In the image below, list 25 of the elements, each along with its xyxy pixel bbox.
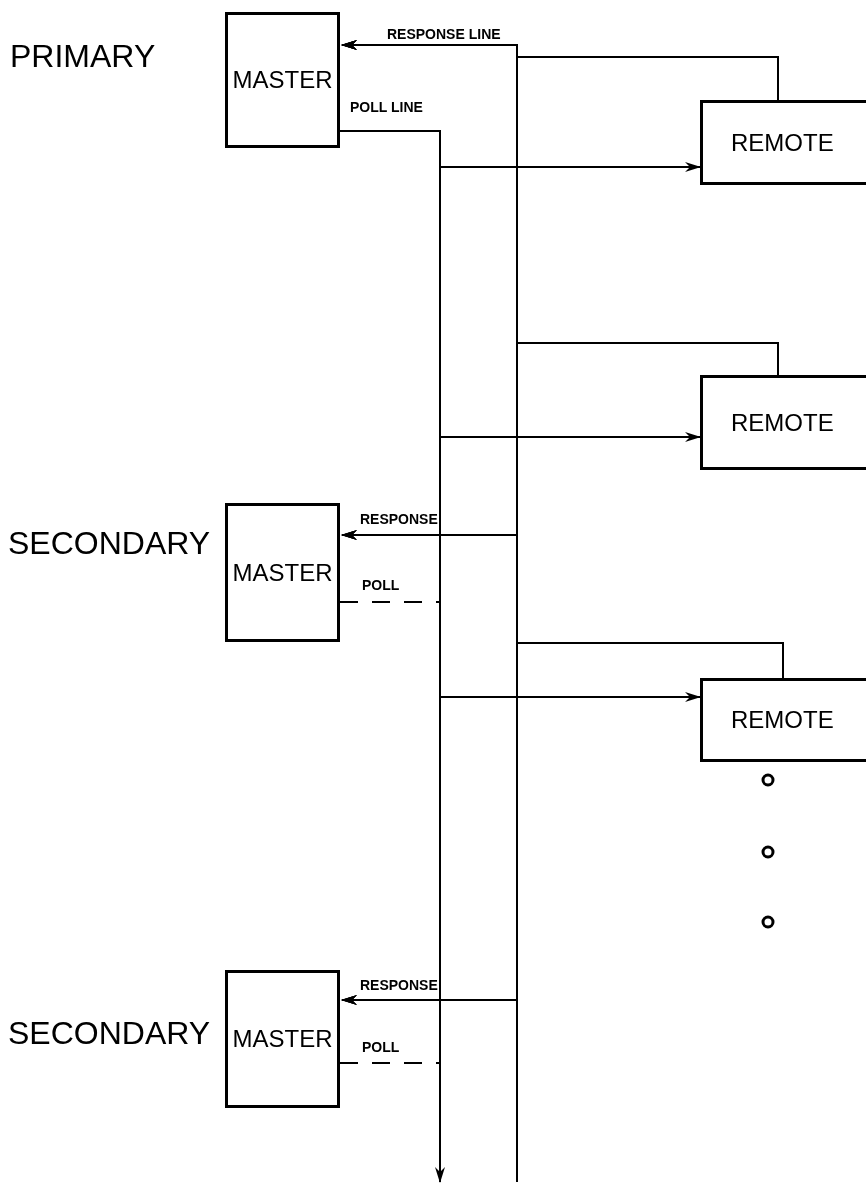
master-box — [225, 970, 340, 1108]
master-box — [225, 503, 340, 642]
edge-label: RESPONSE LINE — [386, 27, 502, 41]
edge-label: POLL — [361, 1040, 401, 1054]
edge-label: RESPONSE — [359, 512, 439, 526]
edge-label: POLL LINE — [349, 100, 424, 114]
role-label: SECONDARY — [8, 1017, 211, 1049]
dashed-line — [339, 601, 441, 603]
dashed-line — [339, 1062, 441, 1064]
master-box — [225, 12, 340, 148]
arrow — [341, 642, 784, 1005]
arrow — [341, 40, 518, 1183]
edge-label: RESPONSE — [359, 978, 439, 992]
role-label: SECONDARY — [8, 527, 211, 559]
remote-box — [700, 100, 866, 185]
box-label: REMOTE — [731, 130, 834, 155]
box-label: MASTER — [232, 560, 333, 585]
role-label: PRIMARY — [10, 40, 156, 72]
box-label: REMOTE — [731, 708, 834, 732]
box-label: MASTER — [232, 1027, 333, 1051]
edge-label: POLL — [361, 578, 401, 592]
remote-box — [700, 375, 866, 470]
remote-box — [700, 678, 866, 762]
box-label: REMOTE — [731, 410, 834, 435]
box-label: MASTER — [232, 68, 333, 92]
